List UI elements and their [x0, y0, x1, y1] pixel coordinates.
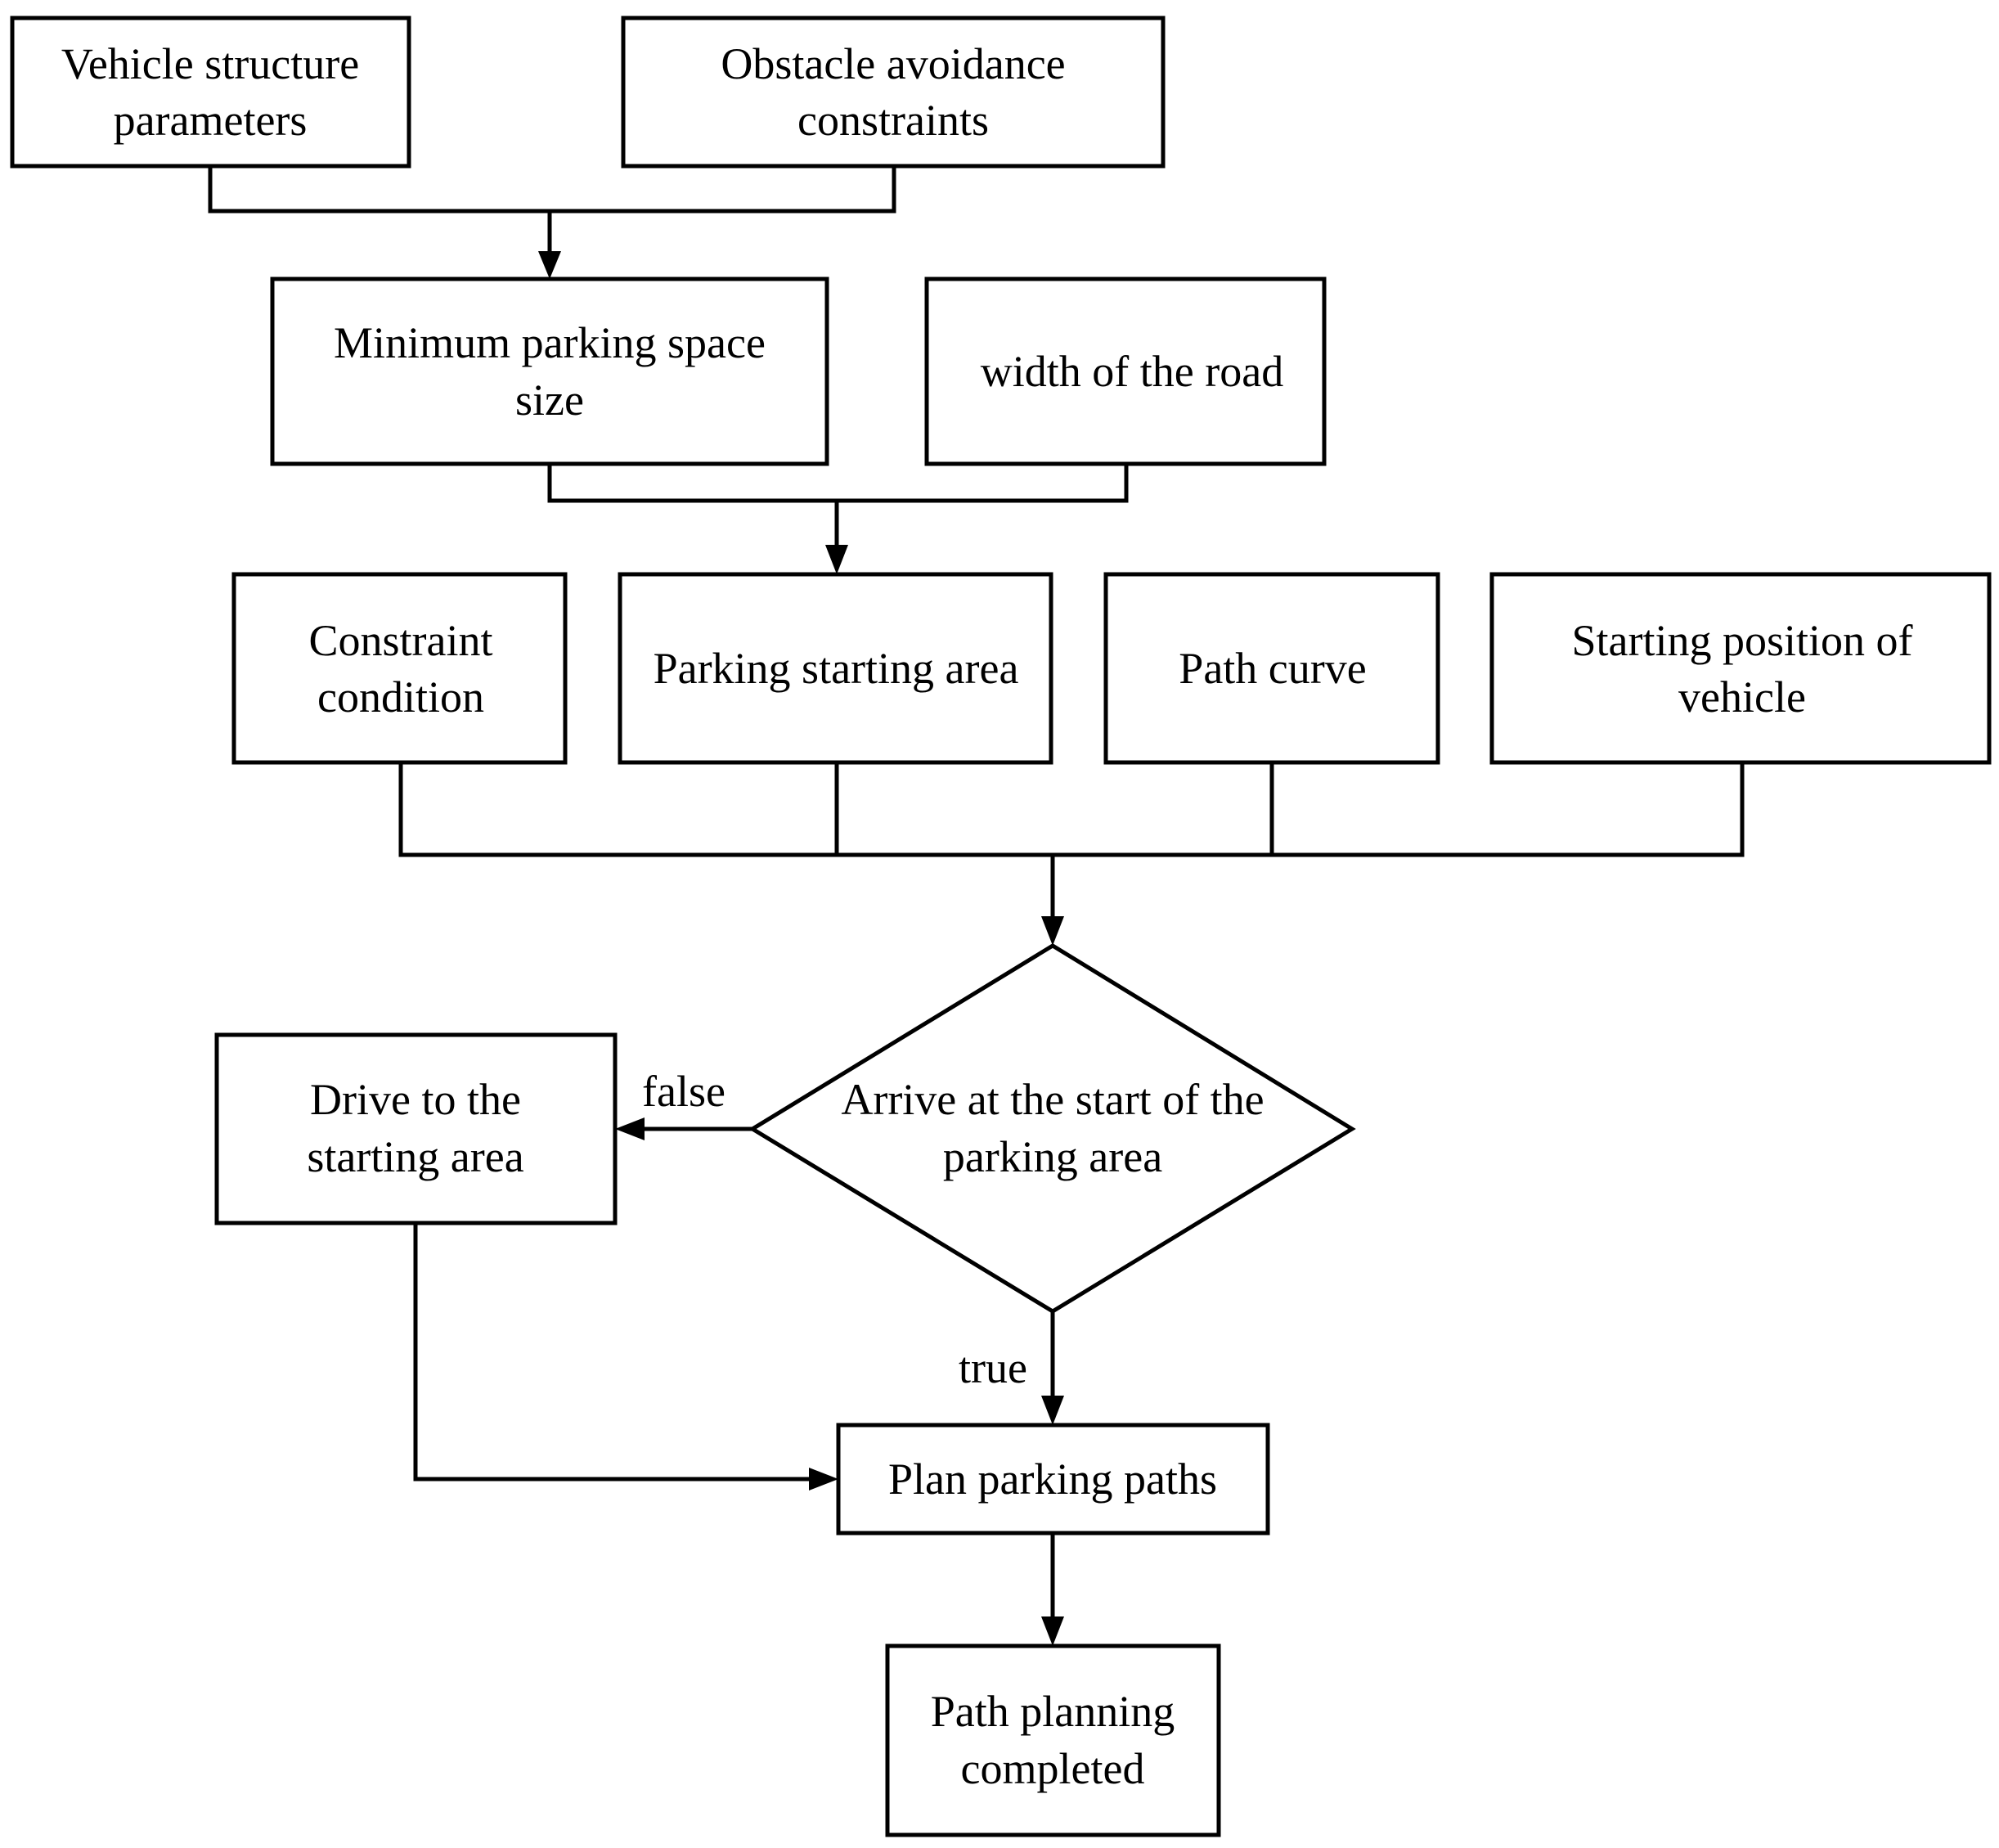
arrowhead-true-branch — [1041, 1396, 1064, 1425]
arrowhead-drive-to-plan — [809, 1468, 838, 1491]
node-drive-to-start: Drive to the starting area — [214, 1032, 618, 1225]
node-drive-to-start-line-1: Drive to the — [310, 1075, 521, 1124]
node-vehicle-start-pos-line-2: vehicle — [1678, 672, 1806, 722]
connectors — [208, 166, 1745, 1646]
edge-label-true: true — [959, 1343, 1027, 1392]
node-min-space-size: Minimum parking space size — [270, 277, 829, 466]
connector-vehicle-params — [208, 166, 896, 214]
node-obstacle-constraints-line-1: Obstacle avoidance — [721, 39, 1065, 88]
node-drive-to-start-line-2: starting area — [307, 1132, 523, 1181]
node-min-space-size-line-2: size — [515, 375, 584, 425]
node-parking-start-area: Parking starting area — [618, 572, 1053, 765]
node-obstacle-constraints-line-2: constraints — [797, 96, 989, 145]
node-arrive-decision-line-2: parking area — [943, 1132, 1162, 1181]
node-planning-done: Path planning completed — [885, 1643, 1221, 1837]
node-constraint-condition-line-2: condition — [317, 672, 484, 722]
node-road-width-line-1: width of the road — [981, 347, 1283, 396]
connector-four-merge — [398, 762, 1745, 857]
node-obstacle-constraints: Obstacle avoidance constraints — [621, 16, 1166, 169]
node-road-width: width of the road — [924, 277, 1327, 466]
node-plan-paths: Plan parking paths — [836, 1423, 1270, 1536]
node-constraint-condition-line-1: Constraint — [309, 616, 493, 665]
connector-drive-to-plan — [413, 1223, 814, 1482]
arrowhead-false-branch — [615, 1117, 645, 1140]
node-min-space-size-line-1: Minimum parking space — [334, 318, 766, 367]
arrowhead-plan-to-done — [1041, 1616, 1064, 1646]
node-path-curve: Path curve — [1103, 572, 1440, 765]
edge-label-false: false — [642, 1067, 725, 1116]
node-vehicle-start-pos: Starting position of vehicle — [1489, 572, 1992, 765]
node-vehicle-start-pos-line-1: Starting position of — [1572, 616, 1913, 665]
node-vehicle-params-line-1: Vehicle structure — [61, 39, 359, 88]
node-vehicle-params: Vehicle structure parameters — [10, 16, 411, 169]
node-arrive-decision-line-1: Arrive at the start of the — [841, 1075, 1264, 1124]
node-plan-paths-line-1: Plan parking paths — [888, 1455, 1217, 1504]
node-arrive-decision: Arrive at the start of the parking area — [748, 943, 1356, 1314]
arrowhead-to-decision — [1041, 916, 1064, 946]
connector-min-space-road — [547, 464, 1129, 503]
node-path-curve-line-1: Path curve — [1179, 644, 1366, 693]
node-planning-done-line-2: completed — [961, 1744, 1145, 1793]
node-constraint-condition: Constraint condition — [231, 572, 568, 765]
node-parking-start-area-line-1: Parking starting area — [654, 644, 1019, 693]
node-planning-done-line-1: Path planning — [931, 1687, 1175, 1736]
arrowhead-to-parking-start — [825, 545, 848, 574]
node-vehicle-params-line-2: parameters — [114, 96, 308, 145]
arrowhead-to-min-space — [538, 251, 561, 279]
